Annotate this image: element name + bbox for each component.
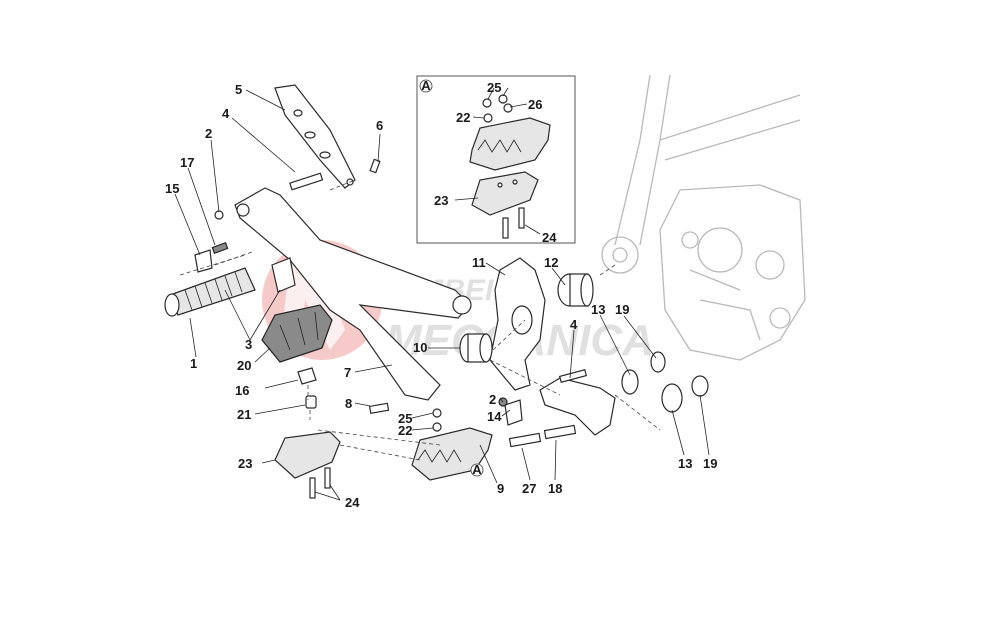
label-8: 8 xyxy=(345,396,352,411)
label-12: 12 xyxy=(544,255,558,270)
label-22-detail: 22 xyxy=(456,110,470,125)
label-22-bottom: 22 xyxy=(398,423,412,438)
label-26: 26 xyxy=(528,97,542,112)
label-6: 6 xyxy=(376,118,383,133)
label-25-detail: 25 xyxy=(487,80,501,95)
passenger-peg xyxy=(164,257,296,317)
label-13-top: 13 xyxy=(591,302,605,317)
label-20: 20 xyxy=(237,358,251,373)
label-4-left: 4 xyxy=(222,106,230,121)
label-2-top: 2 xyxy=(205,126,212,141)
label-13-bottom: 13 xyxy=(678,456,692,471)
rubber-block xyxy=(261,304,333,363)
label-16: 16 xyxy=(235,383,249,398)
label-9: 9 xyxy=(497,481,504,496)
label-19-bottom: 19 xyxy=(703,456,717,471)
detail-box-a: A xyxy=(416,75,576,244)
label-25-bottom: 25 xyxy=(398,411,412,426)
part-labels: 5 4 6 2 17 15 3 1 20 7 16 8 21 25 22 23 … xyxy=(165,80,717,510)
label-2-right: 2 xyxy=(489,392,496,407)
assembly-lines xyxy=(179,179,661,461)
label-24-detail: 24 xyxy=(542,230,557,245)
label-5: 5 xyxy=(235,82,242,97)
label-3: 3 xyxy=(245,337,252,352)
detail-box-marker: A xyxy=(421,78,431,93)
label-27: 27 xyxy=(522,481,536,496)
leader-lines xyxy=(174,87,710,501)
rider-bracket xyxy=(489,257,546,391)
label-23-main: 23 xyxy=(238,456,252,471)
label-23-detail: 23 xyxy=(434,193,448,208)
label-21: 21 xyxy=(237,407,251,422)
frame-engine-outline xyxy=(601,74,806,361)
label-11: 11 xyxy=(472,255,486,270)
label-24-main: 24 xyxy=(345,495,360,510)
label-4-right: 4 xyxy=(570,317,578,332)
label-17: 17 xyxy=(180,155,194,170)
label-18: 18 xyxy=(548,481,562,496)
callout-marker: A xyxy=(472,462,482,477)
footrest-bracket xyxy=(234,187,472,401)
heel-guard xyxy=(274,84,356,189)
label-19-top: 19 xyxy=(615,302,629,317)
label-10: 10 xyxy=(413,340,427,355)
label-7: 7 xyxy=(344,365,351,380)
label-1: 1 xyxy=(190,356,197,371)
label-14: 14 xyxy=(487,409,502,424)
label-15: 15 xyxy=(165,181,179,196)
